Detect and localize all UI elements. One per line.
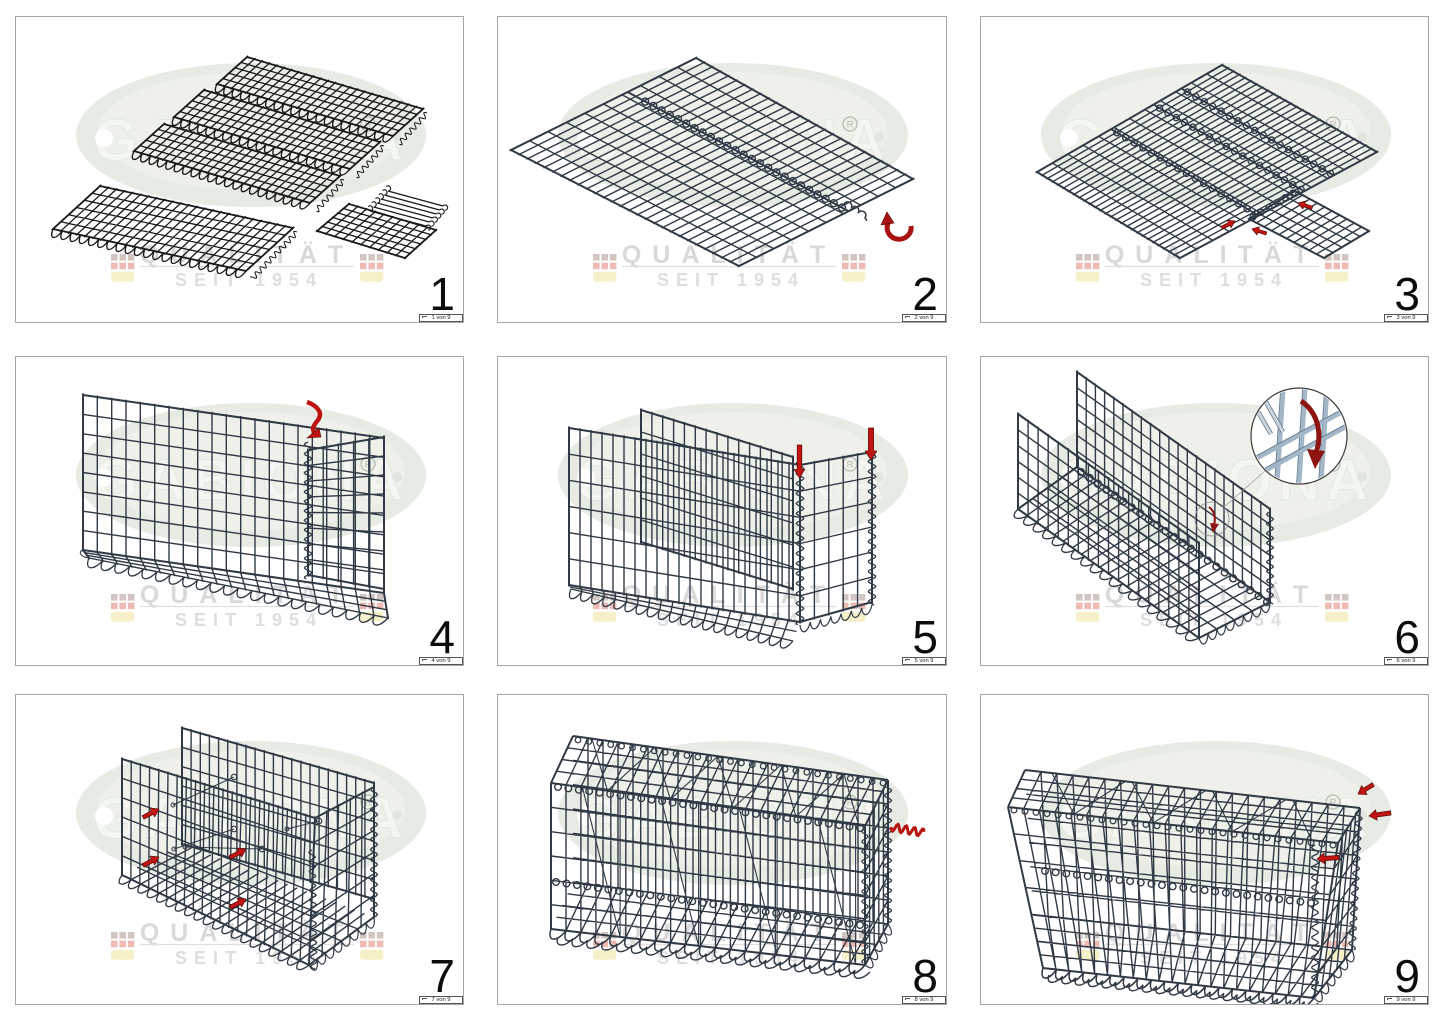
svg-text:GABIONA: GABIONA — [575, 108, 891, 173]
svg-text:R: R — [1330, 798, 1337, 809]
svg-text:SEIT 1954: SEIT 1954 — [175, 610, 323, 630]
svg-text:QUALITÄT: QUALITÄT — [622, 241, 836, 269]
svg-text:SEIT 1954: SEIT 1954 — [1140, 270, 1288, 290]
svg-text:R: R — [847, 460, 854, 471]
svg-text:SEIT 1954: SEIT 1954 — [657, 270, 805, 290]
svg-text:R: R — [365, 798, 372, 809]
svg-text:R: R — [847, 120, 854, 131]
svg-text:SEIT 1954: SEIT 1954 — [175, 948, 323, 968]
svg-text:SEIT 1954: SEIT 1954 — [175, 270, 323, 290]
svg-text:R: R — [365, 460, 372, 471]
svg-text:QUALITÄT: QUALITÄT — [1105, 241, 1319, 269]
svg-text:R: R — [365, 120, 372, 131]
svg-text:R: R — [1330, 120, 1337, 131]
svg-text:GABIONA: GABIONA — [93, 448, 409, 513]
svg-text:R: R — [847, 798, 854, 809]
